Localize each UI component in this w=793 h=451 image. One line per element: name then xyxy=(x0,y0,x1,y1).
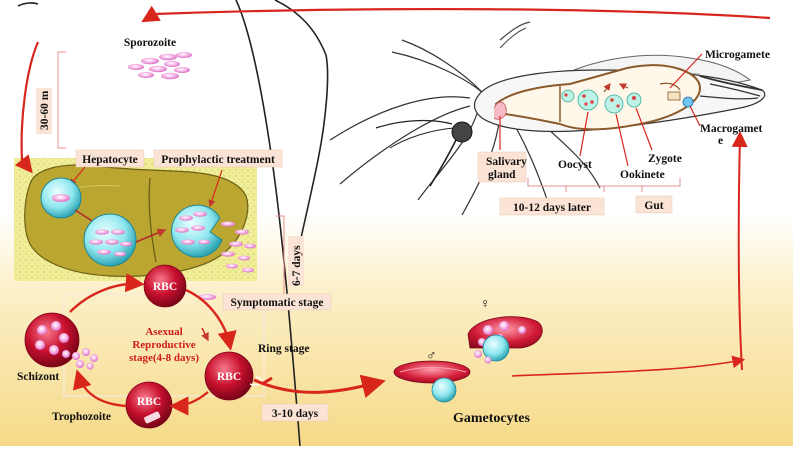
pointer-zygote xyxy=(635,107,653,151)
pointer-microgamete xyxy=(669,53,703,89)
arrow-double-head xyxy=(261,376,273,386)
hepatocyte-cell-1 xyxy=(40,177,82,219)
label-box-symptomatic xyxy=(222,293,332,311)
label-schizont: Schizont xyxy=(17,371,59,383)
mosquito-timeline-brackets xyxy=(527,178,681,192)
pointer-macrogamete xyxy=(689,105,701,127)
label-30-60m: 30-60 m xyxy=(39,90,51,130)
label-hepatocyte: Hepatocyte xyxy=(82,154,138,166)
arrow-rbc-to-ring xyxy=(185,288,237,351)
label-box-10-12-days xyxy=(499,197,605,216)
arrow-gametocytes-to-mosquito xyxy=(511,355,746,377)
arrow-ring-to-trophozoite xyxy=(169,391,209,416)
label-ookinete: Ookinete xyxy=(620,169,665,181)
label-symptomatic-stage: Symptomatic stage xyxy=(231,297,324,309)
label-3-10-days: 3-10 days xyxy=(272,408,319,420)
pointer-ookinete xyxy=(615,113,629,167)
arrow-to-liver xyxy=(14,41,40,174)
male-symbol-icon: ♂ xyxy=(426,349,437,364)
label-asexual-line2: Reproductive xyxy=(132,339,195,351)
label-gametocytes: Gametocytes xyxy=(453,411,531,426)
arrow-up-to-mosquito xyxy=(731,131,748,371)
hepatocyte-cell-3-rupturing xyxy=(171,204,223,258)
human-body-outline xyxy=(17,0,329,447)
label-rbc-ring: RBC xyxy=(217,371,241,383)
label-box-30-60m xyxy=(36,88,52,134)
arrow-mosquito-to-human xyxy=(141,5,771,23)
label-trophozoite: Trophozoite xyxy=(52,411,111,423)
bracket-30-60m xyxy=(57,51,66,149)
female-symbol-icon: ♀ xyxy=(480,297,491,312)
label-box-prophylactic xyxy=(153,149,283,168)
pointer-prophylactic xyxy=(208,169,223,208)
label-oocyst: Oocyst xyxy=(558,159,592,171)
label-asexual-line3: stage(4-8 days) xyxy=(129,352,199,364)
label-asexual-line1: Asexual xyxy=(145,326,182,338)
label-box-6-7-days xyxy=(288,236,304,286)
label-rbc-trophozoite: RBC xyxy=(137,396,161,408)
label-prophylactic-treatment: Prophylactic treatment xyxy=(161,154,275,166)
arrow-trophozoite-to-schizont xyxy=(72,369,127,408)
label-ring-stage: Ring stage xyxy=(258,343,309,355)
label-box-salivary xyxy=(477,151,527,183)
label-macrogamete-line2: e xyxy=(718,135,723,147)
label-salivary-line1: Salivary xyxy=(486,156,527,168)
released-merozoites xyxy=(221,221,256,273)
mosquito-illustration xyxy=(329,21,766,216)
label-salivary-line2: gland xyxy=(488,169,516,181)
label-box-hepatocyte xyxy=(75,149,145,168)
schizont-merozoites xyxy=(72,348,98,370)
label-10-12-days-later: 10-12 days later xyxy=(513,202,591,214)
rbc-trophozoite xyxy=(125,381,173,429)
arrow-asexual-small xyxy=(201,327,209,342)
male-gametocyte xyxy=(393,360,471,403)
label-6-7-days: 6-7 days xyxy=(291,245,303,286)
label-box-gut xyxy=(635,195,673,214)
arrow-schizont-to-rbc xyxy=(69,273,145,313)
label-gut: Gut xyxy=(644,200,663,212)
schizont-cell xyxy=(24,312,80,368)
label-macrogamete-line1: Macrogamet xyxy=(700,123,763,135)
label-zygote: Zygote xyxy=(648,153,682,165)
pointer-oocyst xyxy=(579,111,589,157)
female-gametocyte xyxy=(467,316,543,364)
label-box-3-10-days xyxy=(261,403,329,422)
arrow-hepatocyte-2-to-3 xyxy=(135,228,167,243)
label-rbc-top: RBC xyxy=(153,281,177,293)
label-microgamete: Microgamete xyxy=(705,49,770,61)
label-sporozoite: Sporozoite xyxy=(124,37,176,49)
sporozoite-cluster xyxy=(128,52,192,80)
arrow-to-gametocytes xyxy=(253,374,386,399)
hepatocyte-cell-2 xyxy=(83,213,137,267)
liver-panel xyxy=(14,158,257,281)
